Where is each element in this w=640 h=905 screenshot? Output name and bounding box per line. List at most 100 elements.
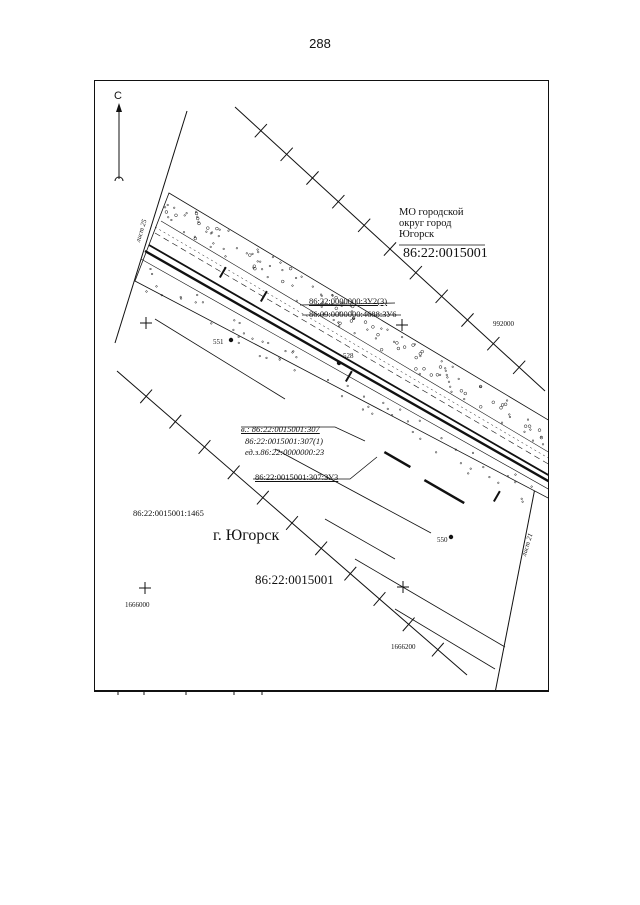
strip-dot xyxy=(326,379,330,382)
strip-dot xyxy=(361,408,364,411)
strip-dot xyxy=(218,228,221,231)
strip-dot xyxy=(467,472,470,475)
strip-dot xyxy=(386,328,389,331)
strip-dot xyxy=(291,351,294,354)
strip-dot xyxy=(418,372,421,375)
strip-dot xyxy=(523,430,526,433)
strip-dot xyxy=(508,415,511,419)
strip-dot xyxy=(320,294,323,297)
label-zu2: 86:22:0000000:ЗУ2(3) xyxy=(309,296,388,306)
strip-dot xyxy=(261,268,264,271)
strip-dot xyxy=(419,437,422,440)
strip-dot xyxy=(435,373,440,377)
strip-dot xyxy=(197,220,200,223)
strip-dot xyxy=(506,399,509,402)
strip-dot xyxy=(459,389,464,393)
label-23: ед.з.86:22:0000000:23 xyxy=(245,447,325,457)
strip-dot xyxy=(145,290,148,293)
boundary-tick xyxy=(256,490,270,505)
strip-dot xyxy=(440,360,443,363)
strip-dot xyxy=(201,301,204,304)
lower-boundary-ticks xyxy=(116,370,468,676)
strip-dot xyxy=(450,390,453,393)
strip-dot xyxy=(321,301,325,304)
strip-dot xyxy=(422,367,426,371)
strip-lines xyxy=(140,220,548,490)
strip-dot xyxy=(527,424,532,428)
page-number: 288 xyxy=(309,36,331,51)
municipality-line-1: МО городской xyxy=(399,207,464,218)
boundary-tick xyxy=(139,389,153,404)
strip-dot xyxy=(295,276,298,280)
strip-dot xyxy=(379,348,384,352)
strip-dot xyxy=(401,336,404,339)
strip-dot xyxy=(284,350,287,353)
strip-dot xyxy=(332,318,335,322)
strip-dot xyxy=(469,467,472,470)
strip-dot xyxy=(183,214,186,217)
strip-dot xyxy=(266,276,269,279)
strip-dot xyxy=(349,304,352,307)
strip-dot xyxy=(445,373,448,376)
cadastral-quarter-main: 86:22:0015001 xyxy=(403,246,488,261)
strip-dot xyxy=(514,481,517,484)
strip-dot xyxy=(503,402,508,406)
strip-dot xyxy=(414,367,418,371)
strip-dot xyxy=(265,356,268,359)
strip-dot xyxy=(235,247,238,250)
boundary-tick xyxy=(306,171,319,185)
strip-dot xyxy=(237,341,240,344)
strip-dot xyxy=(211,231,214,234)
strip-dot xyxy=(419,355,422,358)
strip-dot xyxy=(149,267,152,271)
strip-dot xyxy=(382,401,385,404)
boundary-tick xyxy=(254,123,268,138)
strip-dot xyxy=(193,236,197,241)
strip-dot xyxy=(393,340,396,343)
strip-dot xyxy=(435,451,438,454)
strip-dot xyxy=(444,367,447,370)
strip-dot xyxy=(351,304,355,309)
strip-dot xyxy=(451,365,454,368)
strip-dot xyxy=(331,293,334,297)
strip-dot xyxy=(195,210,198,213)
strip-dot xyxy=(251,252,254,255)
strip-dot xyxy=(463,391,467,396)
strip-dot xyxy=(438,365,443,369)
strip-dot xyxy=(238,321,241,325)
strip-dot xyxy=(541,443,545,446)
strip-dot xyxy=(164,206,167,209)
strip-dot xyxy=(237,335,240,338)
label-zu6: 86:09:0000000:4688:ЗУ6 xyxy=(309,309,397,319)
strip-dot xyxy=(267,341,270,345)
strip-dot xyxy=(539,435,544,440)
strip-dot xyxy=(268,264,271,268)
strip-dot xyxy=(506,475,509,478)
strip-dot xyxy=(281,269,284,272)
strip-dot xyxy=(395,341,399,345)
strip-dot xyxy=(520,497,523,500)
label-307: в.: 86:22:0015001:307 xyxy=(241,424,320,434)
strip-dot xyxy=(463,398,466,401)
strip-dot xyxy=(288,266,293,271)
strip-dot xyxy=(209,245,212,248)
parcel-1465: 86:22:0015001:1465 xyxy=(133,508,204,518)
strip-dot xyxy=(248,253,252,257)
strip-dot xyxy=(197,221,201,226)
bottom-scale-ticks xyxy=(94,690,549,695)
strip-dot xyxy=(155,285,158,288)
strip-dot xyxy=(279,261,282,264)
label-307-1: 86:22:0015001:307(1) xyxy=(245,436,323,446)
strip-dot xyxy=(160,294,163,297)
strip-dot xyxy=(482,466,485,469)
north-arrow-icon xyxy=(114,103,124,182)
strip-dot xyxy=(411,343,415,347)
strip-dot xyxy=(531,439,535,442)
strip-dot xyxy=(167,216,170,219)
boundary-tick xyxy=(486,336,500,351)
boundary-tick xyxy=(357,218,371,233)
coord-x1666200: 1666200 xyxy=(391,643,416,651)
strip-dot xyxy=(311,285,314,288)
strip-dot xyxy=(457,377,460,380)
strip-dot xyxy=(339,301,342,304)
